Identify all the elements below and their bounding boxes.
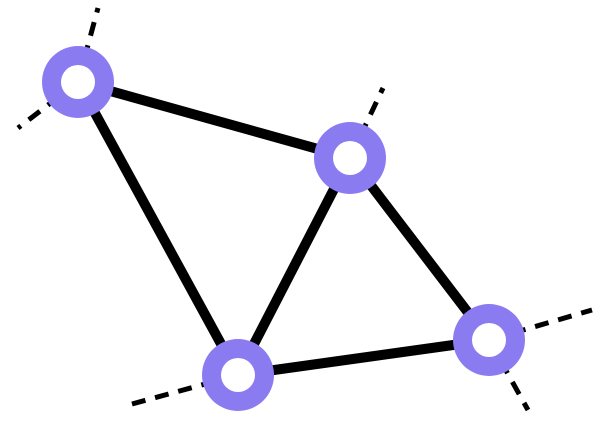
edge-n2-n3 xyxy=(233,153,355,380)
node-n3 xyxy=(202,339,274,411)
dashed-stub-n4-4 xyxy=(488,307,593,343)
edges xyxy=(73,77,494,380)
node-center xyxy=(472,323,506,357)
edge-n3-n4 xyxy=(233,335,494,380)
edge-n2-n4 xyxy=(345,153,494,345)
nodes xyxy=(42,46,525,411)
node-center xyxy=(333,141,367,175)
node-n2 xyxy=(314,122,386,194)
node-n1 xyxy=(42,46,114,118)
edge-n1-n2 xyxy=(73,77,355,163)
node-center xyxy=(221,358,255,392)
node-n4 xyxy=(453,304,525,376)
dashed-stub-n3-3 xyxy=(131,372,239,407)
edge-n1-n3 xyxy=(73,77,243,380)
node-center xyxy=(61,65,95,99)
